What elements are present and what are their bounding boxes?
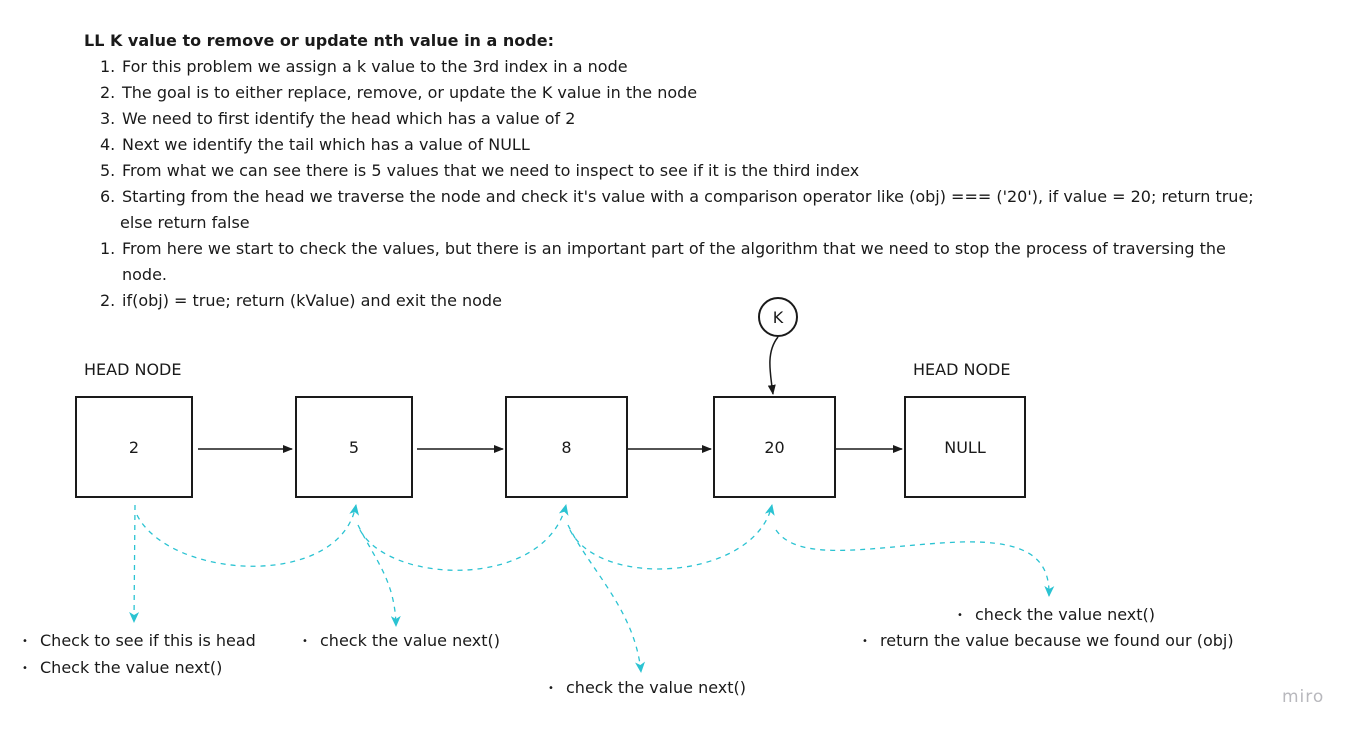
step-text: Starting from the head we traverse the n…: [122, 187, 1254, 206]
annotation-node3: • check the value next(): [548, 675, 746, 702]
step-continuation: else return false: [100, 210, 1254, 236]
traversal-arrow: [775, 529, 1055, 597]
step-text: We need to first identify the head which…: [122, 109, 576, 128]
steps-list: 1. For this problem we assign a k value t…: [100, 54, 1254, 314]
annotation-node4-line1: • check the value next(): [957, 602, 1155, 629]
step-text: if(obj) = true; return (kValue) and exit…: [122, 291, 502, 310]
bullet-item: • return the value because we found our (…: [862, 628, 1234, 655]
step-text-continued: else return false: [120, 213, 250, 232]
step-text: Next we identify the tail which has a va…: [122, 135, 530, 154]
linked-list-node: 20: [713, 396, 836, 498]
head-node-label-left: HEAD NODE: [84, 360, 182, 379]
traversal-arrow: [357, 524, 401, 627]
bullet-icon: •: [548, 683, 554, 694]
bullet-icon: •: [862, 636, 868, 647]
bullet-icon: •: [302, 636, 308, 647]
annotation-node1: • Check to see if this is head • Check the…: [22, 628, 256, 682]
bullet-item: • Check the value next(): [22, 655, 256, 682]
bullet-text: Check the value next(): [40, 658, 223, 677]
step-item: 1. For this problem we assign a k value t…: [100, 54, 1254, 80]
k-marker: K: [758, 297, 798, 337]
step-item: 3. We need to first identify the head whi…: [100, 106, 1254, 132]
bullet-text: check the value next(): [320, 631, 500, 650]
step-item: 4. Next we identify the tail which has a …: [100, 132, 1254, 158]
step-number: 6.: [100, 187, 116, 206]
step-number: 4.: [100, 135, 116, 154]
step-text-continued: node.: [122, 265, 168, 284]
traversal-arrow: [567, 524, 646, 673]
bullet-text: check the value next(): [566, 678, 746, 697]
bullet-icon: •: [957, 610, 963, 621]
bullet-item: • check the value next(): [302, 628, 500, 655]
step-item: 1. From here we start to check the values…: [100, 236, 1254, 262]
step-number: 3.: [100, 109, 116, 128]
step-number: 1.: [100, 239, 116, 258]
head-node-label-right: HEAD NODE: [913, 360, 1011, 379]
bullet-item: • Check to see if this is head: [22, 628, 256, 655]
linked-list-node: 8: [505, 396, 628, 498]
traversal-arrow: [136, 504, 360, 567]
traversal-arrow: [359, 504, 569, 571]
step-number: 2.: [100, 291, 116, 310]
bullet-icon: •: [22, 663, 28, 674]
step-text: For this problem we assign a k value to …: [122, 57, 628, 76]
bullet-item: • check the value next(): [957, 602, 1155, 629]
step-item: 5. From what we can see there is 5 values…: [100, 158, 1254, 184]
page-title: LL K value to remove or update nth value…: [84, 31, 554, 50]
step-text: The goal is to either replace, remove, o…: [122, 83, 698, 102]
bullet-text: check the value next(): [975, 605, 1155, 624]
annotation-node2: • check the value next(): [302, 628, 500, 655]
traversal-arrow: [129, 504, 140, 623]
step-continuation: node.: [100, 262, 1254, 288]
step-number: 1.: [100, 57, 116, 76]
annotation-node4-line2: • return the value because we found our (…: [862, 628, 1234, 655]
bullet-text: return the value because we found our (o…: [880, 631, 1234, 650]
k-pointer-arrow: [767, 336, 779, 395]
linked-list-node: 2: [75, 396, 193, 498]
step-number: 2.: [100, 83, 116, 102]
linked-list-node: NULL: [904, 396, 1026, 498]
bullet-item: • check the value next(): [548, 675, 746, 702]
traversal-arrow: [569, 504, 775, 570]
linked-list-node: 5: [295, 396, 413, 498]
bullet-text: Check to see if this is head: [40, 631, 256, 650]
step-item: 2. The goal is to either replace, remove,…: [100, 80, 1254, 106]
step-text: From what we can see there is 5 values t…: [122, 161, 860, 180]
step-text: From here we start to check the values, …: [122, 239, 1226, 258]
miro-logo: miro: [1282, 687, 1325, 707]
step-item: 6. Starting from the head we traverse the…: [100, 184, 1254, 210]
step-number: 5.: [100, 161, 116, 180]
bullet-icon: •: [22, 636, 28, 647]
step-item: 2. if(obj) = true; return (kValue) and ex…: [100, 288, 1254, 314]
